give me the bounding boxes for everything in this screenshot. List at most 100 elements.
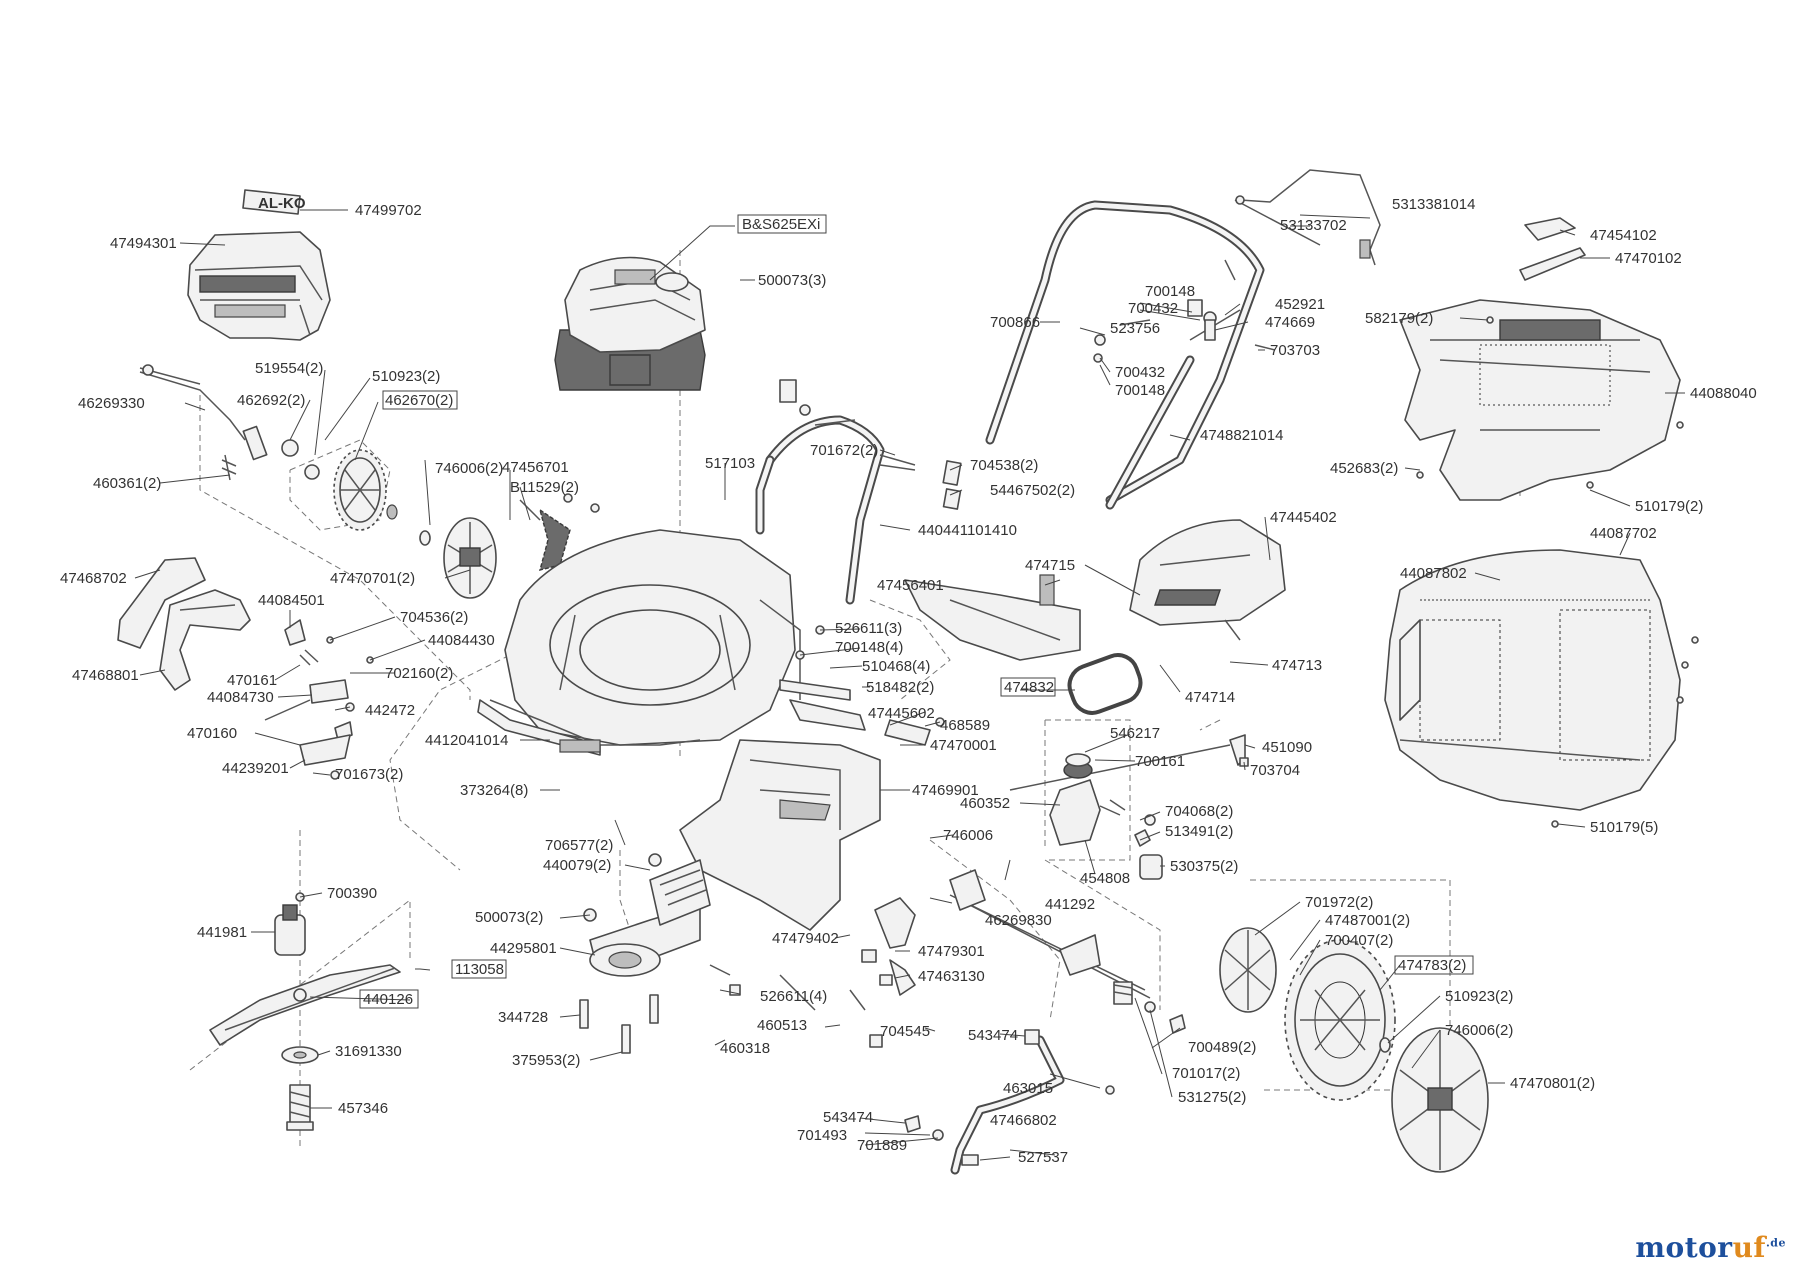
rear-wheel-cover-inner (1219, 927, 1277, 1013)
label-452683: 452683(2) (1330, 460, 1398, 477)
label-704068: 704068(2) (1165, 803, 1233, 820)
label-460513: 460513 (757, 1017, 807, 1034)
label-700432-lower: 700432 (1115, 364, 1165, 381)
label-510923-right: 510923(2) (1445, 988, 1513, 1005)
label-704545: 704545 (880, 1023, 930, 1040)
label-700161: 700161 (1135, 753, 1185, 770)
label-440126: 440126 (363, 991, 413, 1008)
label-451090: 451090 (1262, 739, 1312, 756)
label-47445402: 47445402 (1270, 509, 1337, 526)
label-543474-lower: 543474 (823, 1109, 873, 1126)
label-113058: 113058 (455, 961, 504, 978)
label-5313381014: 5313381014 (1392, 196, 1475, 213)
label-746006: 746006 (943, 827, 993, 844)
label-47466802: 47466802 (990, 1112, 1057, 1129)
label-457346: 457346 (338, 1100, 388, 1117)
label-700407: 700407(2) (1325, 932, 1393, 949)
blade (209, 964, 401, 1046)
label-44084430: 44084430 (428, 632, 495, 649)
label-441981: 441981 (197, 924, 247, 941)
label-704538: 704538(2) (970, 457, 1038, 474)
label-517103: 517103 (705, 455, 755, 472)
label-b11529: B11529(2) (510, 479, 579, 496)
label-526611-4: 526611(4) (760, 988, 827, 1005)
label-4412041014: 4412041014 (425, 732, 508, 749)
label-582179: 582179(2) (1365, 310, 1433, 327)
lid-screws (1416, 316, 1684, 489)
label-47470001: 47470001 (930, 737, 997, 754)
label-700148-upper: 700148 (1145, 283, 1195, 300)
blade-washer (281, 1046, 319, 1064)
label-701972: 701972(2) (1305, 894, 1373, 911)
label-702160: 702160(2) (385, 665, 453, 682)
label-543474-upper: 543474 (968, 1027, 1018, 1044)
drive-control-bar (1234, 169, 1381, 266)
label-474713: 474713 (1272, 657, 1322, 674)
engine-cover (187, 231, 331, 341)
label-441292: 441292 (1045, 896, 1095, 913)
label-44239201: 44239201 (222, 760, 289, 777)
label-54467502: 54467502(2) (990, 482, 1075, 499)
label-470160: 470160 (187, 725, 237, 742)
label-442472: 442472 (365, 702, 415, 719)
label-746006-left: 746006(2) (435, 460, 503, 477)
label-31691330: 31691330 (335, 1043, 402, 1060)
label-530375: 530375(2) (1170, 858, 1238, 875)
label-47470701: 47470701(2) (330, 570, 415, 587)
label-527537: 527537 (1018, 1149, 1068, 1166)
label-47456401: 47456401 (877, 577, 944, 594)
label-373264: 373264(8) (460, 782, 528, 799)
label-47445602: 47445602 (868, 705, 935, 722)
label-500073-2: 500073(2) (475, 909, 543, 926)
grass-chute-frame (679, 739, 881, 931)
label-440441101410: 440441101410 (918, 522, 1017, 539)
rear-flap (904, 574, 1081, 661)
label-470161: 470161 (227, 672, 277, 689)
label-519554: 519554(2) (255, 360, 323, 377)
label-460361: 460361(2) (93, 475, 161, 492)
brand-name-accent: uf (1732, 1231, 1766, 1264)
label-526611-3: 526611(3) (835, 620, 902, 637)
label-46269330: 46269330 (78, 395, 145, 412)
label-500073-3: 500073(3) (758, 272, 826, 289)
label-47468801: 47468801 (72, 667, 139, 684)
drive-pinion (1113, 854, 1186, 1034)
label-700148-lower: 700148 (1115, 382, 1165, 399)
lower-handle (755, 379, 962, 605)
label-452921: 452921 (1275, 296, 1325, 313)
label-510923-left: 510923(2) (372, 368, 440, 385)
brand-logo: motoruf.de (1635, 1231, 1786, 1264)
label-700489: 700489(2) (1188, 1039, 1256, 1056)
label-746006-right: 746006(2) (1445, 1022, 1513, 1039)
label-47456701: 47456701 (502, 459, 569, 476)
label-47494301: 47494301 (110, 235, 177, 252)
label-510179-2: 510179(2) (1635, 498, 1703, 515)
label-706577: 706577(2) (545, 837, 613, 854)
height-adjust-rack (519, 493, 600, 571)
label-460352: 460352 (960, 795, 1010, 812)
upper-handle (985, 200, 1265, 505)
label-703703: 703703 (1270, 342, 1320, 359)
chute-bolts (579, 853, 662, 1054)
label-704536: 704536(2) (400, 609, 468, 626)
label-703704: 703704 (1250, 762, 1300, 779)
rear-axle-guard (874, 897, 916, 996)
label-700866: 700866 (990, 314, 1040, 331)
label-344728: 344728 (498, 1009, 548, 1026)
label-47487001: 47487001(2) (1325, 912, 1410, 929)
label-47469901: 47469901 (912, 782, 979, 799)
mulch-plug-parts (264, 619, 374, 780)
brand-badge: AL-KO (242, 189, 306, 215)
label-47470102: 47470102 (1615, 250, 1682, 267)
label-700390: 700390 (327, 885, 377, 902)
svg-text:AL-KO: AL-KO (258, 195, 306, 212)
blade-adapter (274, 892, 306, 956)
label-474715: 474715 (1025, 557, 1075, 574)
label-44084730: 44084730 (207, 689, 274, 706)
label-460318: 460318 (720, 1040, 770, 1057)
label-47479402: 47479402 (772, 930, 839, 947)
part-number-labels: 47499702 47494301 519554(2) 510923(2) 46… (60, 196, 1757, 1166)
label-510468: 510468(4) (862, 658, 930, 675)
label-701493: 701493 (797, 1127, 847, 1144)
